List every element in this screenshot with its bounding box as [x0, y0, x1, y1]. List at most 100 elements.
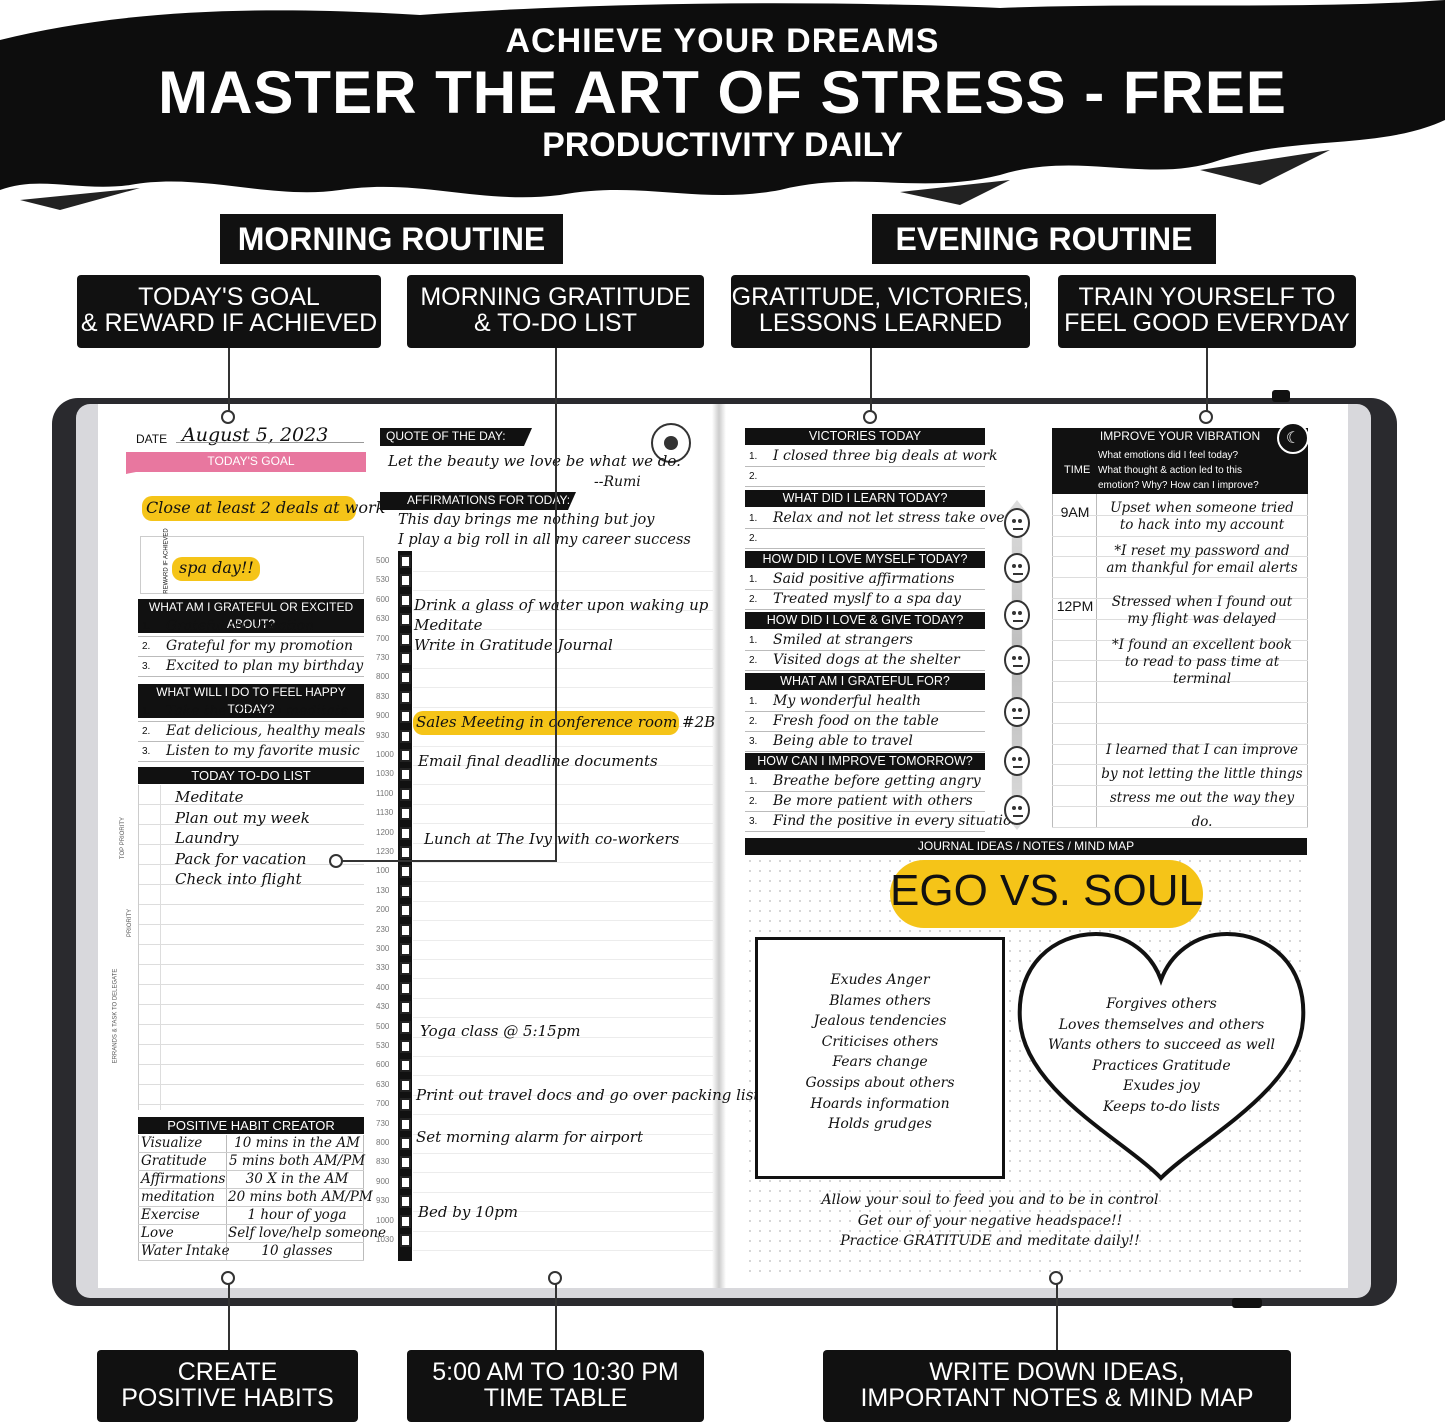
connector-dot	[329, 854, 343, 868]
connector-line	[555, 348, 557, 861]
vibration-time: 12PM	[1056, 598, 1094, 614]
time-row-line	[413, 1230, 713, 1232]
evening-row: 2.	[745, 529, 985, 549]
emotion-face-icon	[1004, 645, 1030, 675]
schedule-item: Email final deadline documents	[418, 752, 658, 770]
time-checkbox	[400, 1098, 411, 1112]
todo-list: Meditate Plan out my week Laundry Pack f…	[175, 787, 310, 890]
todo-item: Meditate	[175, 788, 244, 806]
vibration-entry-line: I learned that I can improve	[1105, 742, 1299, 758]
time-checkbox	[400, 652, 411, 665]
time-row-line	[413, 939, 713, 941]
time-checkbox	[400, 555, 411, 568]
time-tick: 1000	[376, 750, 394, 759]
time-row-line	[413, 978, 713, 980]
happy-row: 2.Eat delicious, healthy meals	[138, 722, 365, 742]
evening-section-header: HOW CAN I IMPROVE TOMORROW?	[745, 753, 985, 770]
time-tick: 700	[376, 1099, 390, 1109]
time-checkbox	[400, 1214, 411, 1228]
evening-section-header: HOW DID I LOVE MYSELF TODAY?	[745, 551, 985, 568]
connector-line	[1056, 1278, 1058, 1350]
time-tick: 100	[376, 866, 390, 876]
vibration-header-box	[1052, 428, 1308, 494]
time-checkbox	[400, 1040, 411, 1053]
schedule-item: Bed by 10pm	[418, 1203, 519, 1221]
connector-dot	[1199, 410, 1213, 424]
time-checkbox	[400, 1059, 411, 1073]
habit-table	[138, 1135, 364, 1261]
schedule-item: Print out travel docs and go over packin…	[416, 1086, 760, 1104]
vibration-entry-line: to read to pass time at terminal	[1124, 654, 1280, 687]
goal-header: TODAY'S GOAL	[207, 454, 295, 468]
elastic-band-top	[1272, 390, 1290, 402]
date-underline	[176, 442, 364, 443]
time-checkbox	[400, 574, 411, 588]
evening-row: 1.Breathe before getting angry	[745, 772, 985, 792]
time-row-line	[413, 1056, 713, 1057]
brush-stroke-background	[0, 0, 1445, 210]
date-label: DATE	[136, 432, 168, 446]
time-tick: 930	[376, 1196, 390, 1206]
vibration-entry-line: stress me out the way they do.	[1109, 790, 1295, 830]
habit-name: Affirmations	[141, 1171, 226, 1187]
time-checkbox	[400, 632, 411, 646]
habit-row-line	[138, 1260, 364, 1261]
header-line-1: ACHIEVE YOUR DREAMS	[505, 22, 940, 60]
grateful-header: WHAT AM I GRATEFUL OR EXCITED ABOUT?	[138, 599, 364, 633]
callout-write-ideas: WRITE DOWN IDEAS,IMPORTANT NOTES & MIND …	[823, 1350, 1291, 1422]
time-tick: 1000	[376, 1215, 394, 1225]
habit-name: meditation	[141, 1189, 215, 1205]
time-tick: 200	[376, 905, 390, 915]
time-tick: 230	[376, 924, 390, 934]
time-checkbox	[400, 768, 411, 782]
connector-line	[228, 1278, 230, 1350]
todo-item: Pack for vacation	[175, 849, 307, 868]
vibration-entry-line: to hack into my account	[1119, 517, 1285, 533]
evening-row: 1.Said positive affirmations	[745, 570, 985, 590]
goal-highlight	[142, 496, 356, 521]
evening-row: 2.Visited dogs at the shelter	[745, 651, 985, 671]
time-row-line	[413, 842, 713, 844]
emotion-face-icon	[1004, 795, 1030, 825]
time-tick: 900	[376, 711, 390, 721]
todo-margin-line	[160, 785, 161, 1110]
quote-author: --Rumi	[594, 474, 641, 490]
time-tick: 800	[376, 672, 390, 682]
connector-dot	[221, 410, 235, 424]
time-row-line	[413, 1094, 713, 1096]
todo-item: Check into flight	[175, 870, 302, 889]
connector-dot	[221, 1271, 235, 1285]
ego-box	[755, 937, 1005, 1179]
habit-name: Love	[141, 1225, 174, 1241]
evening-section-header: WHAT DID I LEARN TODAY?	[745, 490, 985, 507]
vibration-row-line	[1052, 639, 1308, 641]
affirm-header: AFFIRMATIONS FOR TODAY:	[407, 493, 571, 507]
affirmations: This day brings me nothing but joy I pla…	[398, 510, 691, 550]
habit-divider	[226, 1135, 227, 1261]
time-checkbox	[400, 904, 411, 918]
evening-row: 3.Find the positive in every situation	[745, 812, 1020, 832]
journal-header: JOURNAL IDEAS / NOTES / MIND MAP	[745, 838, 1307, 855]
time-checkbox	[400, 865, 411, 879]
time-tick: 600	[376, 1060, 390, 1070]
emotion-face-icon	[1004, 746, 1030, 776]
connector-line	[555, 1278, 557, 1350]
vibration-entry-line: *I reset my password and	[1114, 543, 1290, 559]
time-checkbox	[400, 671, 411, 685]
time-tick: 700	[376, 633, 390, 643]
meeting-highlight	[413, 711, 679, 735]
vibration-entry-line: Upset when someone tried	[1110, 500, 1294, 516]
happy-row: 3.Listen to my favorite music	[138, 742, 364, 762]
time-row-line	[413, 900, 713, 902]
time-row-line	[413, 745, 713, 747]
time-row-line	[413, 648, 713, 650]
vibration-row-line	[1052, 577, 1308, 579]
time-tick: 1200	[376, 827, 394, 837]
habit-name: Visualize	[141, 1135, 203, 1151]
callout-gratitude-victories: GRATITUDE, VICTORIES,LESSONS LEARNED	[731, 275, 1030, 348]
time-checkbox	[400, 1137, 411, 1150]
